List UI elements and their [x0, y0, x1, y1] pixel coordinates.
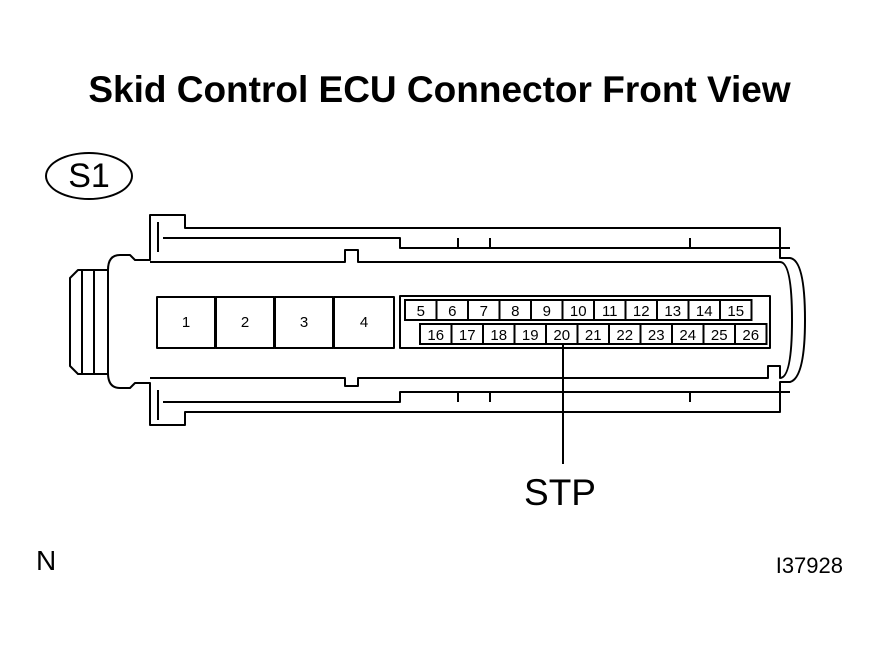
- pin-label-1: 1: [182, 314, 190, 331]
- pin-26: [734, 323, 768, 345]
- bottom-row-pins: [419, 323, 768, 345]
- connector-housing: [107, 214, 806, 426]
- pin-label-2: 2: [241, 314, 249, 331]
- pin-label-4: 4: [360, 314, 368, 331]
- pin-label-8: 8: [511, 303, 519, 320]
- top-row-pins: [404, 299, 753, 321]
- pin-label-6: 6: [448, 303, 456, 320]
- pin-label-16: 16: [427, 327, 444, 344]
- pin-label-24: 24: [679, 327, 696, 344]
- pin-label-7: 7: [480, 303, 488, 320]
- pin-label-21: 21: [585, 327, 602, 344]
- pin-label-13: 13: [664, 303, 681, 320]
- footer-left-mark: N: [36, 545, 57, 576]
- pin-label-22: 22: [616, 327, 633, 344]
- pin-label-23: 23: [648, 327, 665, 344]
- pin-label-12: 12: [633, 303, 650, 320]
- pin-label-25: 25: [711, 327, 728, 344]
- pin-15: [719, 299, 753, 321]
- pin-label-19: 19: [522, 327, 539, 344]
- pin-label-10: 10: [570, 303, 587, 320]
- pin-label-14: 14: [696, 303, 713, 320]
- pin-label-5: 5: [417, 303, 425, 320]
- connector-id-badge: S1: [45, 152, 133, 200]
- pin-label-20: 20: [553, 327, 570, 344]
- pin-label-26: 26: [742, 327, 759, 344]
- pin-label-3: 3: [300, 314, 308, 331]
- pin-4: [333, 296, 395, 349]
- connector-latch: [69, 269, 108, 375]
- pin-label-15: 15: [727, 303, 744, 320]
- page-title: Skid Control ECU Connector Front View: [88, 69, 791, 110]
- callout-label: STP: [524, 472, 596, 513]
- figure-code: I37928: [775, 553, 843, 578]
- pin-label-9: 9: [543, 303, 551, 320]
- pin-label-11: 11: [602, 303, 618, 320]
- pin-label-17: 17: [459, 327, 476, 344]
- pin-label-18: 18: [490, 327, 507, 344]
